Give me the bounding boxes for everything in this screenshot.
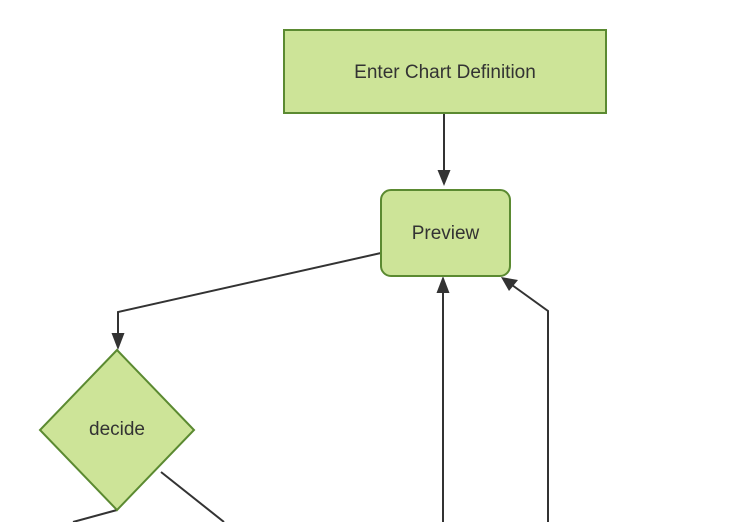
edge-line	[160, 471, 225, 522]
node-label: Preview	[412, 223, 480, 244]
edge-bottom-left-to-preview	[436, 276, 450, 522]
edge-line	[511, 284, 549, 522]
arrow-head-icon	[111, 333, 125, 350]
node-label: decide	[89, 419, 145, 440]
arrow-head-icon	[436, 276, 450, 293]
node-shape-diamond[interactable]	[38, 348, 196, 512]
node-enter-chart-definition[interactable]: Enter Chart Definition	[283, 29, 607, 114]
edge-line	[72, 509, 118, 522]
arrow-head-icon	[437, 170, 451, 186]
arrow-head-icon	[501, 277, 518, 291]
edge-bottom-right-to-preview	[501, 277, 549, 522]
node-shape-rectangle[interactable]	[283, 29, 607, 114]
edge-line	[117, 252, 382, 338]
node-shape-rounded-rectangle[interactable]	[380, 189, 511, 277]
node-decide[interactable]: decide	[38, 348, 196, 512]
edge-enter-to-preview	[437, 113, 451, 186]
edge-decide-bottom-left	[72, 509, 118, 522]
node-label: Enter Chart Definition	[354, 62, 536, 83]
node-preview[interactable]: Preview	[380, 189, 511, 277]
edge-decide-bottom-right	[160, 471, 225, 522]
edge-preview-to-decide	[111, 252, 382, 350]
